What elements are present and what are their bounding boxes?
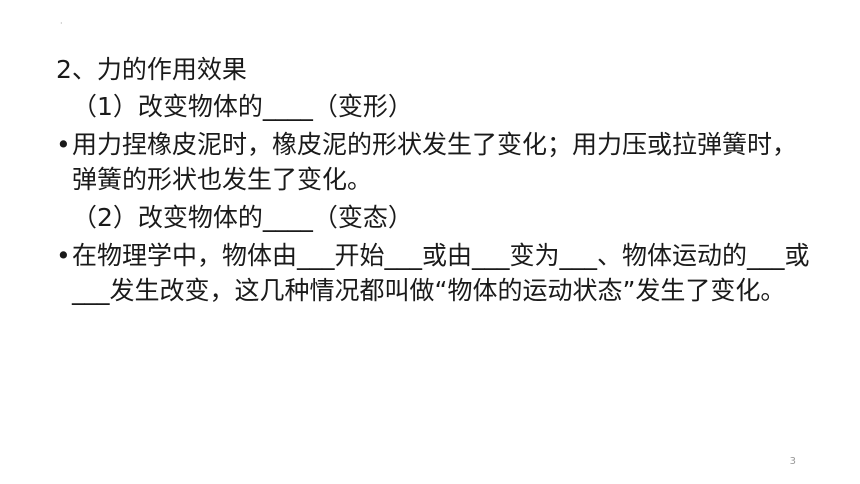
bullet-item-deformation-example: • 用力捏橡皮泥时，橡皮泥的形状发生了变化；用力压或拉弹簧时，弹簧的形状也发生了… xyxy=(56,127,816,197)
bullet-icon: • xyxy=(56,241,71,270)
section-heading: 2、力的作用效果 xyxy=(56,55,247,84)
bullet-text: 在物理学中，物体由___开始___或由___变为___、物体运动的___或___… xyxy=(72,241,810,305)
bullet-icon: • xyxy=(56,130,71,159)
bullet-text: 用力捏橡皮泥时，橡皮泥的形状发生了变化；用力压或拉弹簧时，弹簧的形状也发生了变化… xyxy=(72,130,798,194)
bullet-item-motion-state: • 在物理学中，物体由___开始___或由___变为___、物体运动的___或_… xyxy=(56,238,816,308)
subheading-deformation: （1）改变物体的____（变形） xyxy=(72,92,413,121)
decorative-dot: · xyxy=(60,19,63,28)
subheading-motion-state: （2）改变物体的____（变态） xyxy=(72,203,413,232)
page-number: 3 xyxy=(789,456,796,467)
slide-content: 2、力的作用效果 （1）改变物体的____（变形） • 用力捏橡皮泥时，橡皮泥的… xyxy=(56,52,816,311)
